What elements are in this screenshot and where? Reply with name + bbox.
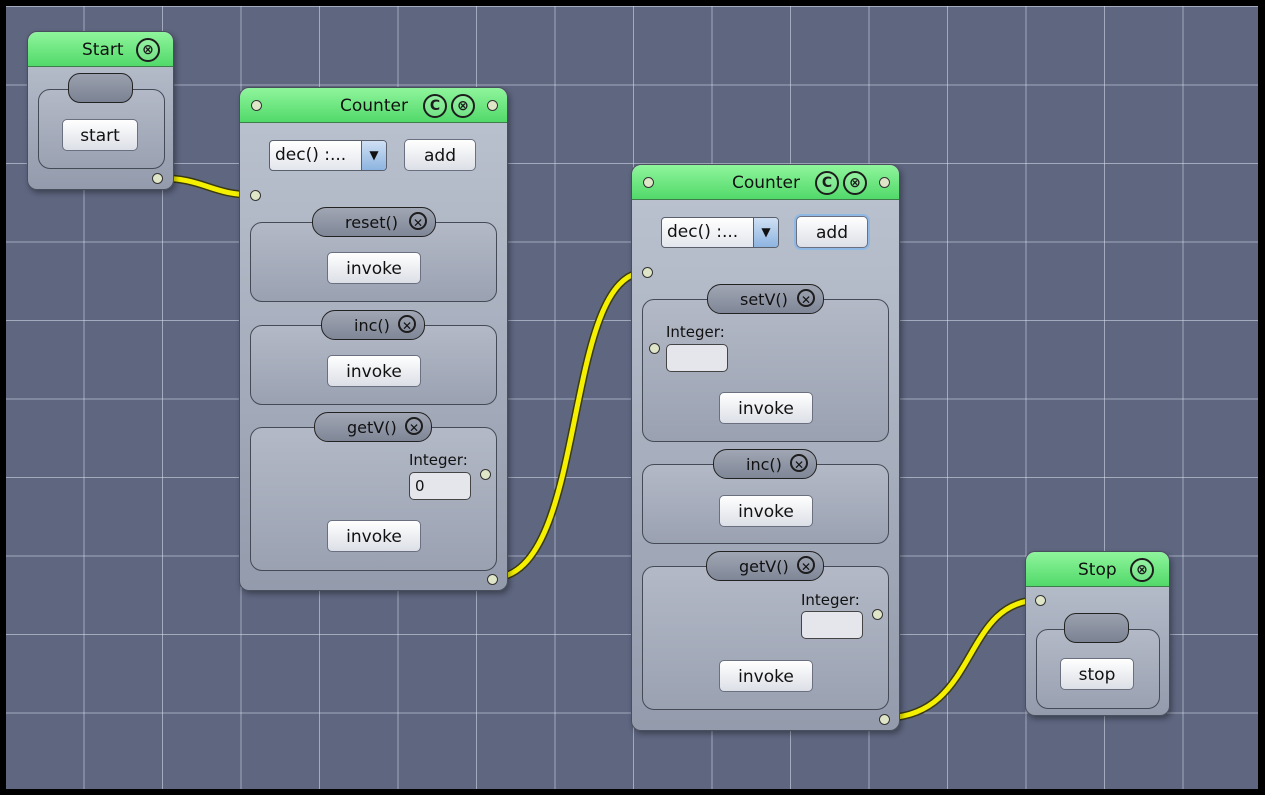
counter1-title: Counter xyxy=(340,96,408,116)
close-icon[interactable]: ⊗ xyxy=(136,38,160,62)
method-select[interactable]: dec() :... ▼ xyxy=(269,140,387,171)
method-header-reset: reset() ✕ xyxy=(312,207,436,237)
output-type-label: Integer: xyxy=(409,451,468,469)
start-node-title: Start xyxy=(82,40,124,60)
output-port[interactable] xyxy=(872,609,883,620)
counter2-output-port[interactable] xyxy=(879,714,890,725)
method-header-getv: getV() ✕ xyxy=(706,551,824,581)
counter1-title-right-port[interactable] xyxy=(487,100,498,111)
stop-node-title: Stop xyxy=(1078,560,1117,580)
add-method-button[interactable]: add xyxy=(796,216,868,248)
start-empty-pill xyxy=(68,73,133,103)
remove-method-icon[interactable]: ✕ xyxy=(797,289,815,307)
invoke-button[interactable]: invoke xyxy=(719,495,813,527)
stop-node-titlebar[interactable]: Stop ⊗ xyxy=(1026,552,1169,587)
counter2-input-port[interactable] xyxy=(642,267,653,278)
remove-method-icon[interactable]: ✕ xyxy=(797,556,815,574)
chevron-down-icon[interactable]: ▼ xyxy=(361,141,386,170)
remove-method-icon[interactable]: ✕ xyxy=(790,454,808,472)
method-select[interactable]: dec() :... ▼ xyxy=(661,217,779,248)
stop-node[interactable]: Stop ⊗ stop xyxy=(1025,551,1170,716)
method-name: inc() xyxy=(746,455,782,474)
start-button[interactable]: start xyxy=(62,119,138,151)
counter2-titlebar[interactable]: Counter C ⊗ xyxy=(632,165,899,200)
method-name: getV() xyxy=(739,557,789,576)
method-header-setv: setV() ✕ xyxy=(707,284,824,314)
counter2-title: Counter xyxy=(732,173,800,193)
chevron-down-icon[interactable]: ▼ xyxy=(753,218,778,247)
method-name: reset() xyxy=(345,213,399,232)
remove-method-icon[interactable]: ✕ xyxy=(398,315,416,333)
method-header-inc: inc() ✕ xyxy=(713,449,817,479)
copy-icon[interactable]: C xyxy=(423,94,447,118)
method-select-value: dec() :... xyxy=(667,222,739,242)
method-name: inc() xyxy=(354,316,390,335)
stop-button[interactable]: stop xyxy=(1060,658,1134,690)
copy-icon[interactable]: C xyxy=(815,171,839,195)
invoke-button[interactable]: invoke xyxy=(327,252,421,284)
invoke-button[interactable]: invoke xyxy=(327,520,421,552)
counter2-title-left-port[interactable] xyxy=(643,177,654,188)
output-port[interactable] xyxy=(480,469,491,480)
counter1-input-port[interactable] xyxy=(250,190,261,201)
start-node[interactable]: Start ⊗ start xyxy=(27,31,174,190)
method-header-getv: getV() ✕ xyxy=(314,412,432,442)
counter-node-2[interactable]: Counter C ⊗ dec() :... ▼ add setV() ✕ In… xyxy=(631,164,900,731)
invoke-button[interactable]: invoke xyxy=(719,660,813,692)
input-type-label: Integer: xyxy=(666,323,725,341)
counter1-titlebar[interactable]: Counter C ⊗ xyxy=(240,88,507,123)
output-value-field xyxy=(801,611,863,639)
method-name: setV() xyxy=(740,290,788,309)
counter1-output-port[interactable] xyxy=(487,574,498,585)
stop-empty-pill xyxy=(1064,613,1129,643)
start-output-port[interactable] xyxy=(152,173,163,184)
close-icon[interactable]: ⊗ xyxy=(1130,558,1154,582)
output-type-label: Integer: xyxy=(801,591,860,609)
input-port[interactable] xyxy=(649,343,660,354)
close-icon[interactable]: ⊗ xyxy=(843,171,867,195)
start-node-titlebar[interactable]: Start ⊗ xyxy=(28,32,173,67)
output-value-field: 0 xyxy=(409,472,471,500)
counter1-title-left-port[interactable] xyxy=(251,100,262,111)
input-value-field[interactable] xyxy=(666,344,728,372)
remove-method-icon[interactable]: ✕ xyxy=(409,212,427,230)
counter2-title-right-port[interactable] xyxy=(879,177,890,188)
method-header-inc: inc() ✕ xyxy=(321,310,425,340)
method-name: getV() xyxy=(347,418,397,437)
invoke-button[interactable]: invoke xyxy=(719,392,813,424)
stop-input-port[interactable] xyxy=(1035,595,1046,606)
add-method-button[interactable]: add xyxy=(404,139,476,171)
close-icon[interactable]: ⊗ xyxy=(451,94,475,118)
method-select-value: dec() :... xyxy=(275,145,347,165)
counter-node-1[interactable]: Counter C ⊗ dec() :... ▼ add reset() ✕ i… xyxy=(239,87,508,591)
invoke-button[interactable]: invoke xyxy=(327,355,421,387)
remove-method-icon[interactable]: ✕ xyxy=(405,417,423,435)
